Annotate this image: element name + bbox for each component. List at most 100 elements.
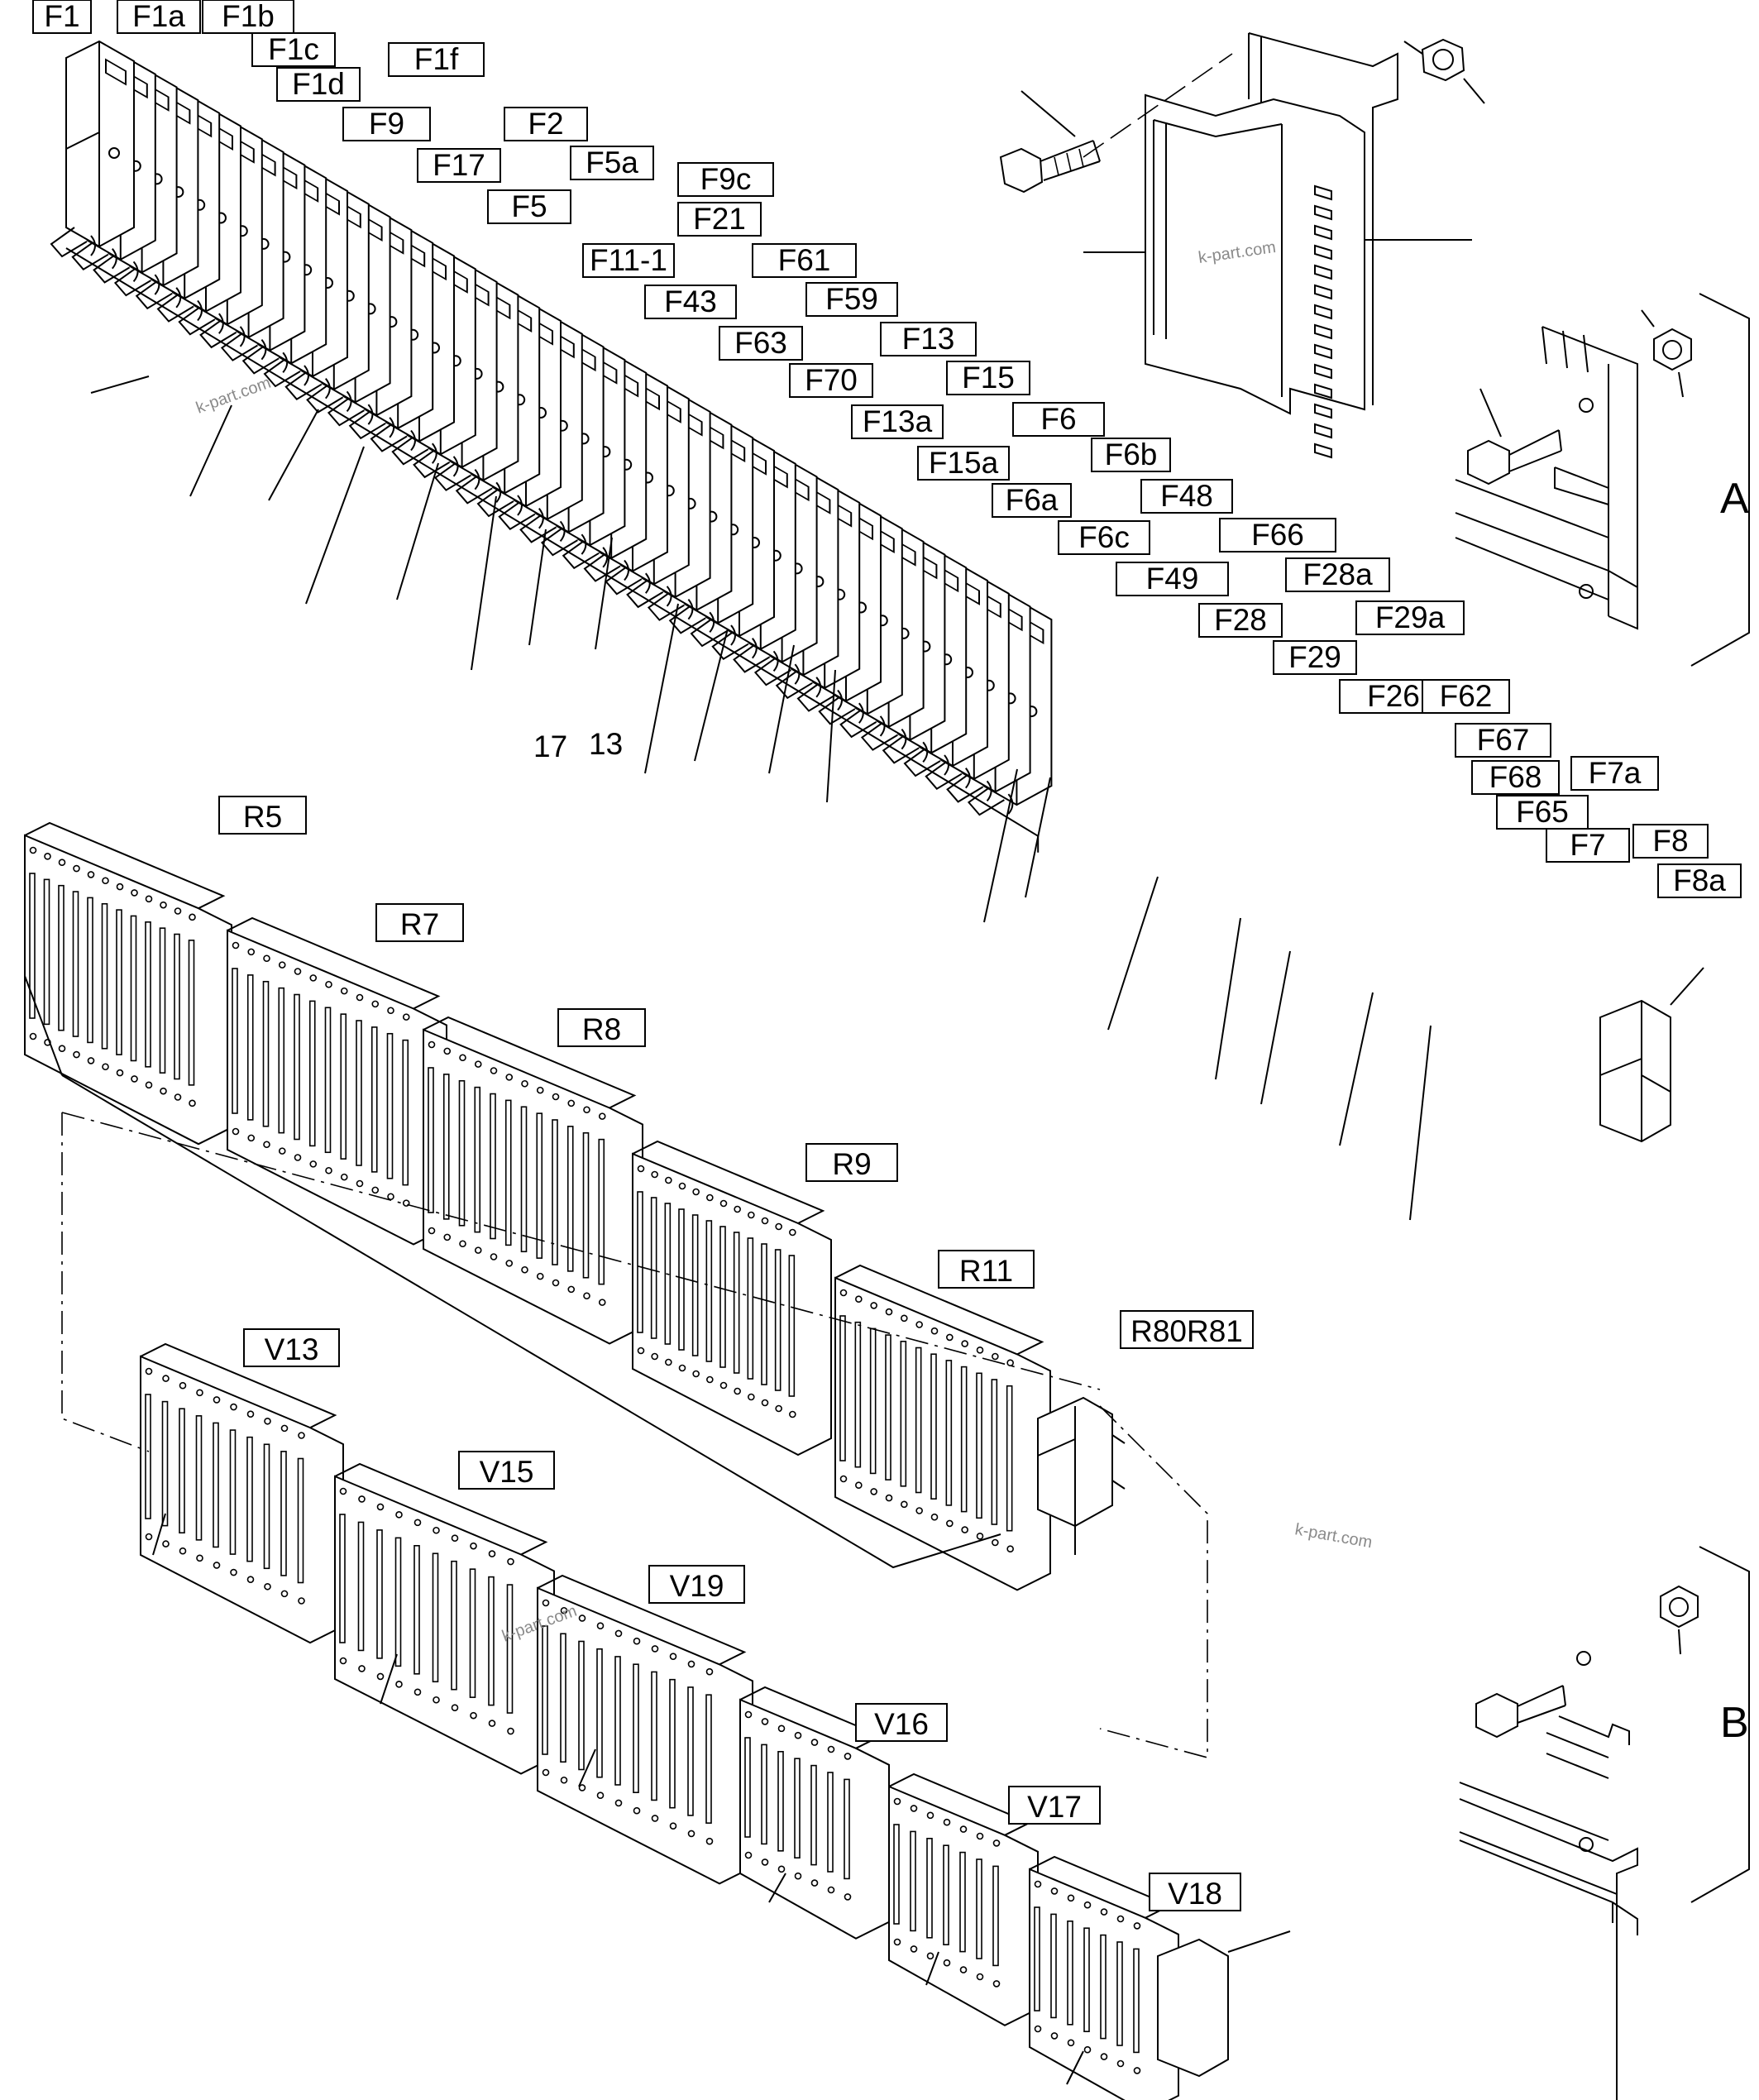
fuse-callout-f5a: F5a (570, 146, 654, 180)
fuse-callout-text: F11-1 (590, 243, 667, 277)
fuse-callout-text: F13a (863, 404, 933, 438)
bolt-icon (999, 90, 1101, 194)
leader-line (644, 603, 679, 774)
fuse-callout-text: F62 (1440, 679, 1493, 713)
leader-line (768, 1873, 786, 1903)
fuse-callout-f11-1: F11-1 (582, 243, 675, 278)
relay-module-r8 (423, 1016, 643, 1345)
fuse-callout-f2: F2 (504, 107, 588, 141)
leader-line (1260, 950, 1291, 1105)
assembly-outline (24, 975, 1208, 1759)
fuse-callout-f9c: F9c (677, 162, 774, 197)
fuse-callout-text: F7a (1589, 756, 1642, 790)
leader-line (471, 495, 497, 671)
fuse-callout-f70: F70 (789, 363, 873, 398)
fuse-callout-f28: F28 (1198, 603, 1283, 638)
fuse-callout-f7a: F7a (1570, 756, 1659, 791)
fuse-callout-text: F61 (778, 243, 831, 277)
leader-line (694, 628, 729, 762)
fuse-callout-f61: F61 (752, 243, 857, 278)
leader-line (396, 462, 439, 600)
fuse-callout-text: F59 (825, 282, 878, 316)
relay-callout-r11: R11 (938, 1250, 1035, 1289)
fuse-callout-f62: F62 (1422, 679, 1510, 714)
fuse-callout-text: F43 (664, 285, 717, 318)
fuse-callout-text: F5a (586, 146, 638, 179)
item-number-13: 13 (589, 727, 623, 761)
fuse-callout-text: F49 (1146, 562, 1199, 596)
fuse-callout-text: F48 (1160, 479, 1213, 513)
fuse-callout-f1b: F1b (202, 0, 294, 34)
fuse-callout-text: F5 (511, 189, 547, 223)
leader-line (826, 669, 836, 803)
fuse-callout-f1f: F1f (388, 42, 485, 77)
fuse-callout-text: F6b (1105, 438, 1158, 471)
fuse-callout-text: F68 (1489, 760, 1542, 794)
item-number-17: 17 (533, 729, 567, 763)
fuse-callout-text: F8a (1673, 863, 1726, 897)
relay-callout-r5: R5 (218, 796, 307, 835)
diode-module-v18 (1029, 1855, 1179, 2100)
fuse-callout-f29a: F29a (1355, 600, 1465, 635)
fuse-callout-f5: F5 (487, 189, 571, 224)
fuse-callout-f8a: F8a (1657, 863, 1742, 898)
diode-callout-text: V13 (265, 1332, 319, 1366)
fuse-callout-f13: F13 (880, 322, 977, 356)
fuse-callout-f67: F67 (1455, 723, 1551, 758)
leader-line (268, 409, 319, 501)
fuse-callout-text: F29a (1375, 600, 1446, 634)
relay-callout-r9: R9 (805, 1143, 898, 1182)
fuse-callout-text: F9c (700, 162, 752, 196)
fuse-callout-f68: F68 (1471, 760, 1560, 795)
fuse-callout-f17: F17 (417, 148, 501, 183)
relay-module-r11 (834, 1264, 1051, 1591)
relay-module-r9 (632, 1140, 832, 1457)
watermark: k-part.com (1293, 1520, 1374, 1552)
diode-module-v16 (739, 1686, 890, 1940)
leader-line (983, 768, 1018, 923)
fuse-callout-text: F6 (1040, 402, 1076, 436)
fuse-callout-f6b: F6b (1091, 438, 1171, 472)
fuse-callout-f15: F15 (946, 361, 1030, 395)
fuse-callout-f6: F6 (1012, 402, 1105, 437)
leader-line (578, 1748, 596, 1787)
leader-line (768, 644, 795, 774)
fuse-callout-text: F1f (414, 42, 459, 76)
leader-line (1339, 992, 1374, 1146)
diode-callout-text: V19 (670, 1569, 724, 1603)
diode-callout-v13: V13 (243, 1328, 340, 1367)
fuse-callout-text: F70 (805, 363, 858, 397)
fuse-callout-text: F65 (1516, 795, 1569, 829)
fuse-callout-f1c: F1c (251, 32, 336, 67)
fuse-callout-text: F6a (1006, 483, 1059, 517)
diode-callout-v16: V16 (855, 1703, 948, 1742)
detail-a: A (1455, 293, 1750, 667)
leader-line (1025, 777, 1051, 898)
diode-callout-text: V18 (1168, 1877, 1222, 1911)
fuse-callout-f1a: F1a (117, 0, 201, 34)
fuse-callout-f28a: F28a (1285, 557, 1390, 592)
channel-profile-detail (999, 32, 1485, 459)
fuse-callout-f1d: F1d (276, 67, 361, 102)
diode-callout-v18: V18 (1149, 1873, 1241, 1911)
diode-callout-text: V15 (480, 1455, 534, 1489)
diode-modules (140, 1342, 1291, 2100)
fuse-callout-f63: F63 (719, 326, 803, 361)
fuse-callout-text: F9 (369, 107, 404, 141)
leader-line (1107, 876, 1159, 1031)
detail-b-label: B (1720, 1699, 1749, 1747)
fuse-callout-f6a: F6a (992, 483, 1072, 518)
fuse-callout-f1: F1 (32, 0, 92, 34)
relay-callout-r80r81: R80R81 (1120, 1310, 1254, 1349)
fuse-callout-f13a: F13a (851, 404, 944, 439)
relay-module-r7 (227, 916, 447, 1246)
leader-line (1066, 2050, 1084, 2085)
diode-callout-v19: V19 (648, 1565, 745, 1604)
diode-callout-text: V16 (874, 1707, 929, 1741)
fuse-callout-f6c: F6c (1058, 520, 1150, 555)
watermark: k-part.com (194, 374, 273, 418)
fuse-callout-text: F2 (528, 107, 563, 141)
leader-line (90, 376, 150, 394)
relay-callout-r8: R8 (557, 1008, 646, 1047)
